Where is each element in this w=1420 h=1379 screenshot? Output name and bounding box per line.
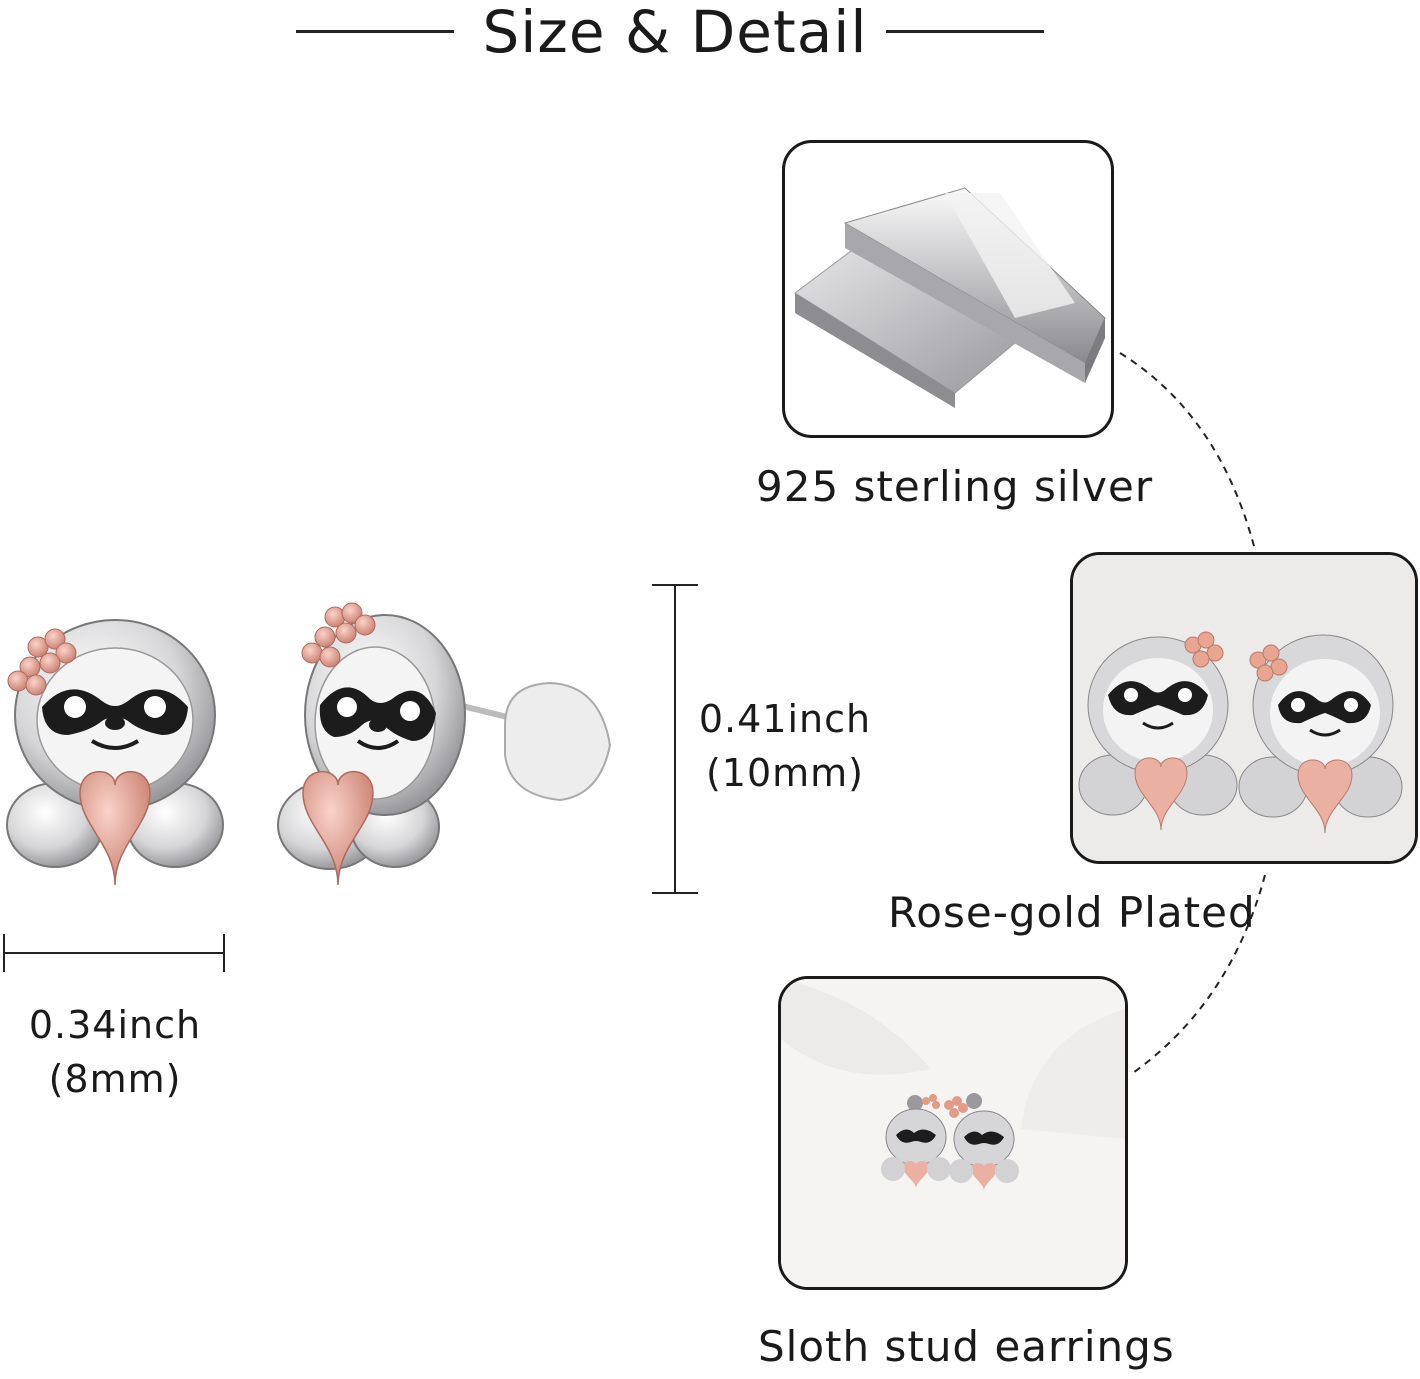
rose-gold-earrings-icon <box>1073 555 1415 861</box>
rose-gold-frame <box>1070 552 1418 864</box>
page-title: Size & Detail <box>482 0 868 66</box>
sterling-silver-frame <box>782 140 1114 438</box>
silver-bar-icon <box>794 187 1106 408</box>
sloth-earrings-caption: Sloth stud earrings <box>758 1322 1175 1371</box>
sloth-earrings-photo-icon <box>781 979 1125 1287</box>
height-dimension-label: 0.41inch (10mm) <box>690 692 880 800</box>
earrings-illustration <box>0 595 640 905</box>
height-mm-text: (10mm) <box>705 751 865 795</box>
sterling-silver-caption: 925 sterling silver <box>756 462 1154 511</box>
width-dimension-label: 0.34inch (8mm) <box>20 998 210 1106</box>
height-inch-text: 0.41inch <box>698 697 872 741</box>
width-dimension-line <box>2 932 228 974</box>
dashed-connector <box>1110 345 1270 1085</box>
rose-gold-caption: Rose-gold Plated <box>888 888 1256 937</box>
title-rule-right <box>886 30 1044 33</box>
sloth-earrings-icon <box>6 602 612 886</box>
width-mm-text: (8mm) <box>48 1057 182 1101</box>
height-dimension-line <box>650 583 700 895</box>
title-rule-left <box>296 30 454 33</box>
sloth-earrings-frame <box>778 976 1128 1290</box>
width-inch-text: 0.34inch <box>28 1003 202 1047</box>
